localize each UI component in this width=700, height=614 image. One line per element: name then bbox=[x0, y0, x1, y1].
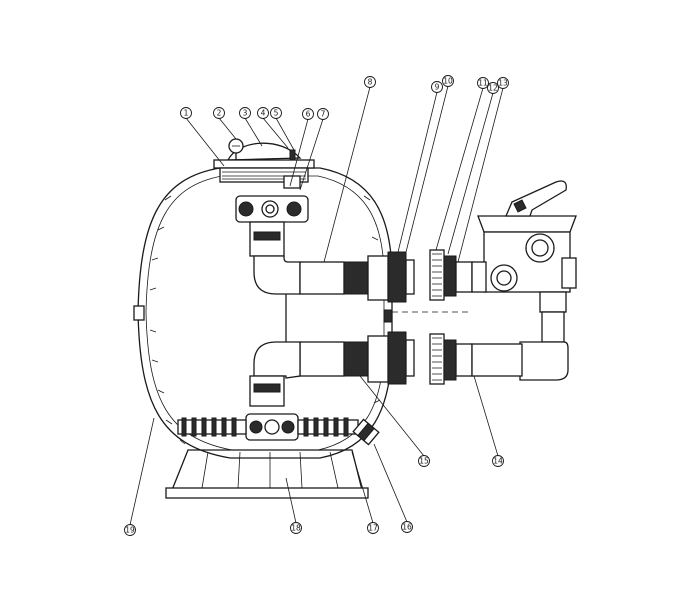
callout-19: 19 bbox=[124, 524, 136, 536]
callout-14-label: 14 bbox=[493, 457, 503, 466]
callout-5-label: 5 bbox=[274, 109, 279, 118]
callout-2: 2 bbox=[213, 107, 225, 119]
multiport-valve bbox=[471, 180, 577, 313]
valve-return-pipe bbox=[471, 311, 569, 381]
callout-13: 13 bbox=[497, 77, 509, 89]
callout-16-label: 16 bbox=[402, 523, 412, 532]
callout-leaders bbox=[129, 85, 504, 526]
callout-11-label: 11 bbox=[478, 79, 488, 88]
upper-internal-pipe bbox=[249, 221, 345, 295]
callout-1: 1 bbox=[180, 107, 192, 119]
callout-7-label: 7 bbox=[321, 110, 326, 119]
upper-union-nut bbox=[429, 249, 473, 301]
callout-13-label: 13 bbox=[498, 79, 508, 88]
callout-3-label: 3 bbox=[243, 109, 248, 118]
filter-tank-shell bbox=[133, 167, 393, 459]
callout-1-label: 1 bbox=[184, 109, 189, 118]
callout-15: 15 bbox=[418, 455, 430, 467]
callout-3: 3 bbox=[239, 107, 251, 119]
filter-base-stand bbox=[165, 449, 369, 499]
callout-14: 14 bbox=[492, 455, 504, 467]
callout-8: 8 bbox=[364, 76, 376, 88]
callout-5: 5 bbox=[270, 107, 282, 119]
callout-15-label: 15 bbox=[419, 457, 429, 466]
callout-12-label: 12 bbox=[488, 84, 498, 93]
callout-11: 11 bbox=[477, 77, 489, 89]
lower-bulkhead-union bbox=[343, 331, 415, 385]
drain-plug bbox=[352, 418, 380, 446]
callout-19-label: 19 bbox=[125, 526, 135, 535]
callout-6-label: 6 bbox=[306, 110, 311, 119]
upper-bulkhead-union bbox=[343, 251, 415, 303]
callout-17: 17 bbox=[367, 522, 379, 534]
callout-17-label: 17 bbox=[368, 524, 378, 533]
callout-4: 4 bbox=[257, 107, 269, 119]
callout-7: 7 bbox=[317, 108, 329, 120]
callout-16: 16 bbox=[401, 521, 413, 533]
callout-9: 9 bbox=[431, 81, 443, 93]
callout-18: 18 bbox=[290, 522, 302, 534]
top-distributor bbox=[235, 195, 309, 223]
lower-internal-pipe bbox=[249, 341, 345, 407]
callout-12: 12 bbox=[487, 82, 499, 94]
callout-2-label: 2 bbox=[217, 109, 222, 118]
filter-lid-assembly bbox=[213, 138, 315, 189]
callout-18-label: 18 bbox=[291, 524, 301, 533]
callout-10-label: 10 bbox=[443, 77, 453, 86]
callout-10: 10 bbox=[442, 75, 454, 87]
lower-union-nut bbox=[429, 333, 473, 385]
callout-9-label: 9 bbox=[435, 83, 440, 92]
callout-8-label: 8 bbox=[368, 78, 373, 87]
callout-4-label: 4 bbox=[261, 109, 266, 118]
bottom-laterals bbox=[177, 413, 359, 441]
callout-6: 6 bbox=[302, 108, 314, 120]
